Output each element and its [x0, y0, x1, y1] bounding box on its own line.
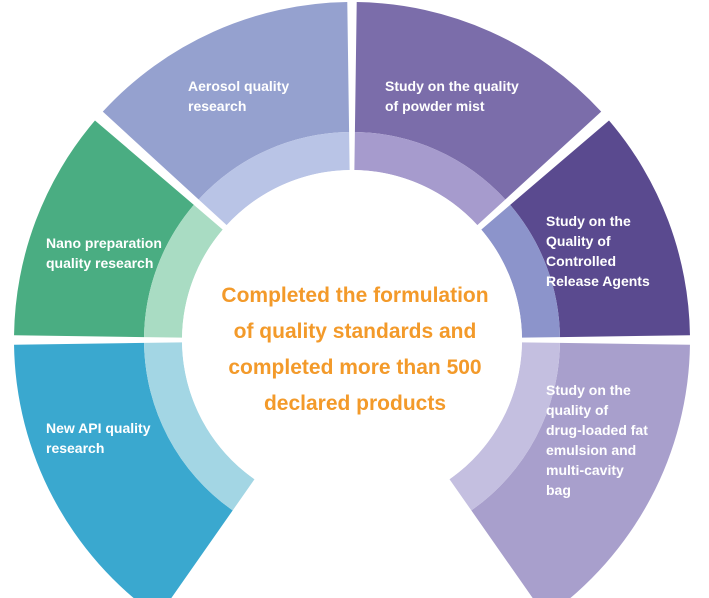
center-line-2: of quality standards and: [233, 320, 477, 343]
segment-nano-inner-band: [144, 204, 223, 338]
segment-api: [14, 342, 233, 598]
segment-controlled-inner-band: [481, 204, 560, 338]
center-circle: [182, 170, 522, 510]
segment-label-fat-emulsion: Study on the quality of drug-loaded fat …: [546, 380, 648, 500]
segment-aerosol-inner-band: [198, 132, 350, 226]
segment-api-inner-band: [144, 342, 255, 511]
segment-label-nano-text: Nano preparation quality research: [46, 235, 162, 271]
segment-powder-inner-band: [354, 132, 506, 226]
segment-label-powder-mist: Study on the quality of powder mist: [385, 76, 519, 116]
center-line-1: Completed the formulation: [221, 284, 489, 307]
segment-label-controlled-release-text: Study on the Quality of Controlled Relea…: [546, 213, 650, 289]
center-summary-text: Completed the formulation of quality sta…: [175, 278, 535, 422]
segment-label-new-api-text: New API quality research: [46, 420, 151, 456]
center-line-4: declared products: [263, 392, 447, 415]
segment-label-controlled-release: Study on the Quality of Controlled Relea…: [546, 211, 650, 291]
segment-label-powder-mist-text: Study on the quality of powder mist: [385, 78, 519, 114]
center-line-3: completed more than 500: [228, 356, 482, 379]
segment-label-new-api: New API quality research: [46, 418, 151, 458]
segment-nano: [14, 120, 194, 338]
segment-label-aerosol: Aerosol quality research: [188, 76, 289, 116]
segment-fat: [471, 342, 690, 598]
segment-fat-inner-band: [449, 342, 560, 511]
segment-label-aerosol-text: Aerosol quality research: [188, 78, 290, 114]
segment-powder: [354, 2, 602, 200]
segment-aerosol: [102, 2, 350, 200]
segment-label-nano: Nano preparation quality research: [46, 233, 162, 273]
segment-label-fat-emulsion-text: Study on the quality of drug-loaded fat …: [546, 382, 648, 498]
segment-controlled: [510, 120, 690, 338]
